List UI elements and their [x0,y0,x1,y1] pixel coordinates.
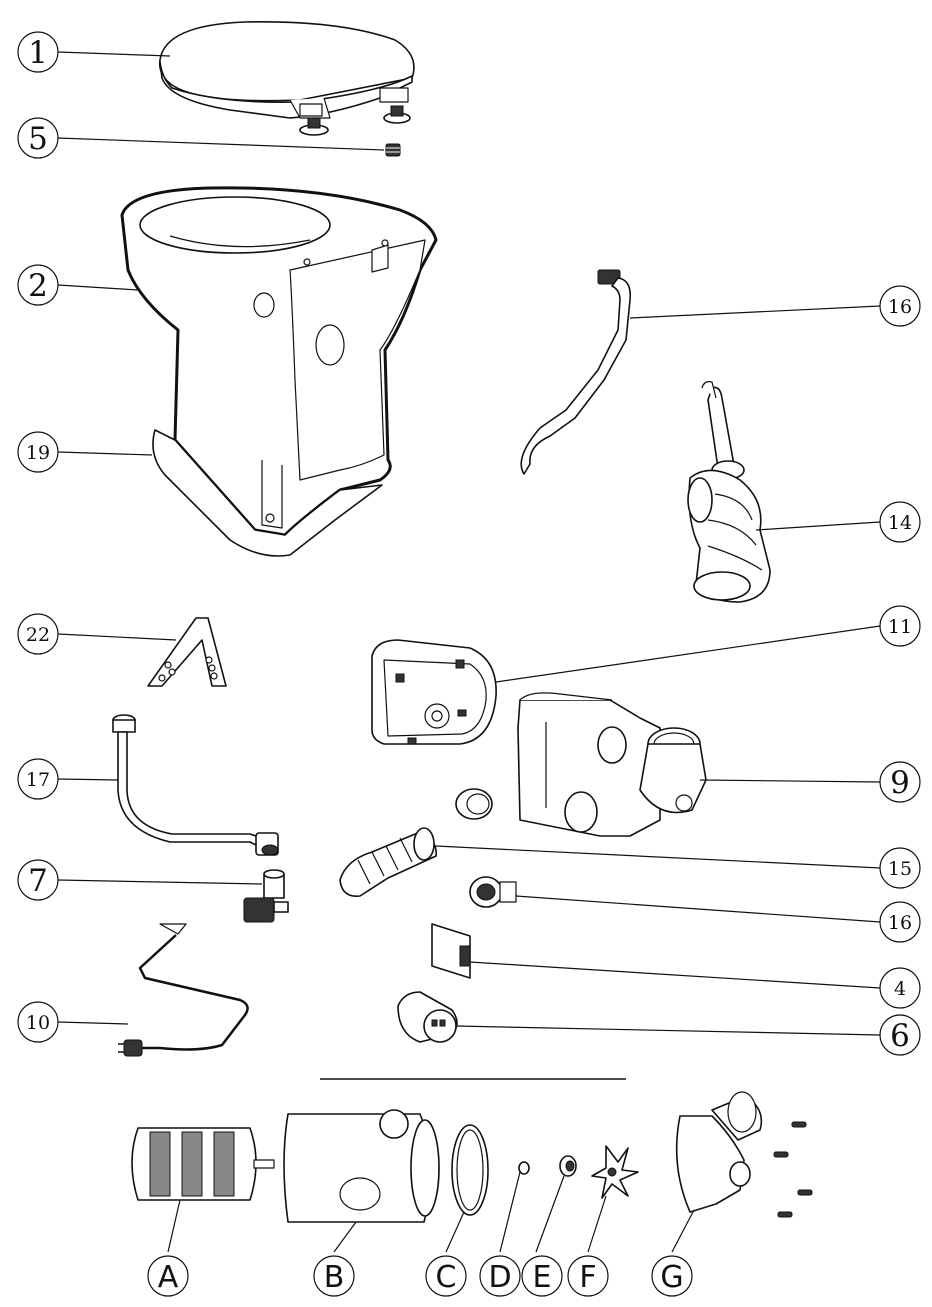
callout-5-label: 5 [28,121,48,157]
part-1-seat-lid [158,21,415,136]
part-E-nut [559,1155,577,1177]
callout-A-label: A [158,1260,179,1295]
callout-7: 7 [17,859,59,901]
part-6-capacitor [397,991,458,1043]
part-16-drain-hose [520,269,632,475]
callout-1: 1 [17,31,59,73]
callout-19-label: 19 [26,442,50,464]
part-19-base-plate [152,429,383,557]
part-coupling [455,788,493,820]
callout-6: 6 [879,1014,921,1056]
callout-4-label: 4 [894,978,906,1000]
callout-D: D [479,1255,521,1297]
callout-2: 2 [17,264,59,306]
part-7-valve [243,869,289,923]
part-C-o-ring [451,1124,489,1216]
callout-9-label: 9 [890,765,910,801]
part-4-control-board [431,923,471,979]
callout-22: 22 [17,613,59,655]
callout-15-label: 15 [888,858,912,880]
callout-2-label: 2 [28,268,48,304]
callout-11-label: 11 [888,616,912,638]
callout-14: 14 [879,501,921,543]
part-15-corrugated-hose [339,827,437,897]
part-16-grommet [469,876,517,908]
part-10-power-cord [118,923,249,1057]
callout-B-label: B [324,1260,345,1295]
callout-G-label: G [660,1260,683,1295]
part-9-pump-housing [517,692,707,837]
callout-14-label: 14 [888,512,912,534]
part-14-outlet-elbow [687,381,771,603]
part-A-motor [131,1127,275,1201]
callout-10-label: 10 [26,1012,50,1034]
callout-A: A [147,1255,189,1297]
part-B-housing [283,1109,440,1223]
part-11-cover [371,639,497,745]
callout-15: 15 [879,847,921,889]
callout-9: 9 [879,761,921,803]
callout-16-lower: 16 [879,901,921,943]
callout-5: 5 [17,117,59,159]
callout-16-lower-label: 16 [888,912,912,934]
leader-lines [57,51,881,1253]
part-22-bracket [147,617,227,687]
part-F-impeller [591,1145,639,1199]
callout-17-label: 17 [26,769,50,791]
callout-16-top-label: 16 [888,296,912,318]
callout-E-label: E [533,1260,552,1295]
part-2-toilet-bowl [120,186,438,537]
part-G-pump-head [675,1091,813,1218]
callout-17: 17 [17,758,59,800]
callout-4: 4 [879,967,921,1009]
callout-22-label: 22 [26,624,50,646]
callout-6-label: 6 [890,1018,910,1054]
callout-7-label: 7 [28,863,48,899]
callout-10: 10 [17,1001,59,1043]
callout-E: E [521,1255,563,1297]
callout-F: F [567,1255,609,1297]
callout-16-top: 16 [879,285,921,327]
callout-11: 11 [879,605,921,647]
callout-D-label: D [488,1260,511,1295]
callout-19: 19 [17,431,59,473]
callout-F-label: F [579,1260,596,1295]
part-5-plug [385,143,401,157]
callout-1-label: 1 [28,35,48,71]
callout-C: C [425,1255,467,1297]
part-17-water-hose [112,714,279,856]
callout-G: G [651,1255,693,1297]
part-D-washer [518,1161,530,1175]
callout-C-label: C [436,1260,457,1295]
callout-B: B [313,1255,355,1297]
